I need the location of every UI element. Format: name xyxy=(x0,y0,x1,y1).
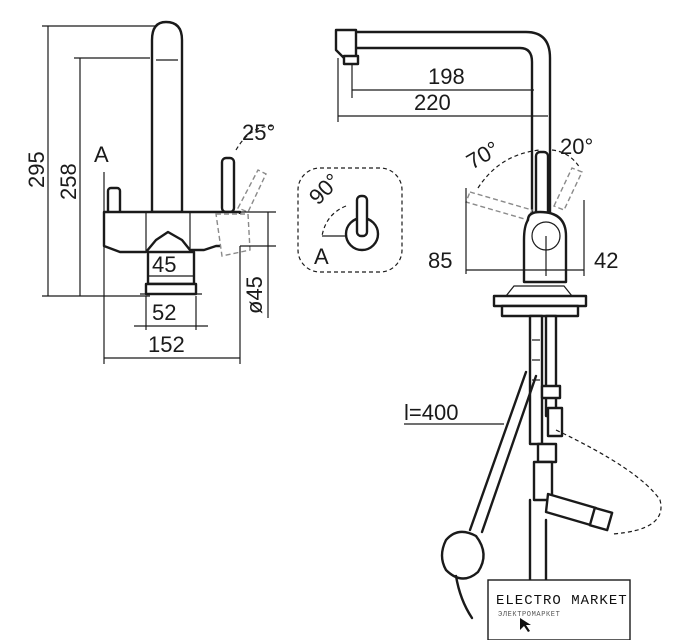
dim-label-295: 295 xyxy=(24,151,49,188)
dim-label-hose-length: l=400 xyxy=(404,400,458,425)
electro-market-watermark: ELECTRO MARKET ЭЛЕКТРОМАРКЕТ xyxy=(487,579,631,640)
side-lever xyxy=(534,150,550,220)
dim-label-258: 258 xyxy=(56,163,81,200)
fitting-valve xyxy=(546,406,564,438)
fitting-lower xyxy=(536,442,558,464)
aerator xyxy=(342,54,360,66)
spout-head xyxy=(334,28,358,60)
hose-tail xyxy=(454,574,474,620)
filter-hose xyxy=(555,429,662,535)
side-outlet-nut xyxy=(588,506,614,532)
side-outlet xyxy=(544,492,598,528)
dim-label-20deg: 20° xyxy=(560,134,593,159)
dim-label-198: 198 xyxy=(428,64,465,89)
dim-label-220: 220 xyxy=(414,90,451,115)
filter-lever xyxy=(220,156,236,214)
side-lever-ghost-left xyxy=(465,191,533,221)
section-marker-a-detail: A xyxy=(314,244,329,269)
cursor-icon xyxy=(520,618,531,632)
base-neck xyxy=(146,250,196,286)
threaded-rod xyxy=(544,314,558,418)
side-mixer-body xyxy=(522,210,568,284)
side-lever-ghost-right xyxy=(553,167,583,211)
side-view: 198 220 70° 20° 85 42 xyxy=(334,28,662,640)
deck-plate xyxy=(492,294,588,308)
spout-column xyxy=(150,20,184,214)
body-ghost xyxy=(215,213,251,257)
filter-lever-ghost xyxy=(237,169,267,213)
dim-label-25deg: 25° xyxy=(242,120,275,145)
main-lever xyxy=(106,186,122,216)
watermark-sub: ЭЛЕКТРОМАРКЕТ xyxy=(498,611,560,619)
watermark-box xyxy=(487,579,631,640)
hose-weight xyxy=(440,530,485,580)
base-plate xyxy=(144,282,198,296)
dim-label-42: 42 xyxy=(594,248,618,273)
section-frame xyxy=(297,167,403,273)
fitting-upper xyxy=(540,384,562,400)
section-marker-a: A xyxy=(94,142,109,167)
dim-label-70deg: 70° xyxy=(462,136,503,174)
pullout-hose-line xyxy=(468,370,528,532)
watermark-brand: ELECTRO MARKET xyxy=(496,593,628,609)
spout-arc xyxy=(336,30,552,220)
dim-label-152: 152 xyxy=(148,332,185,357)
section-detail-a: 90° A xyxy=(297,167,403,273)
dim-label-52: 52 xyxy=(152,300,176,325)
front-view: 295 258 A 25° 45 52 xyxy=(24,20,276,364)
dim-label-diameter-45: ø45 xyxy=(242,276,267,314)
dim-label-45: 45 xyxy=(152,252,176,277)
mounting-nut xyxy=(500,304,580,318)
dim-label-85: 85 xyxy=(428,248,452,273)
section-lever xyxy=(355,194,369,238)
